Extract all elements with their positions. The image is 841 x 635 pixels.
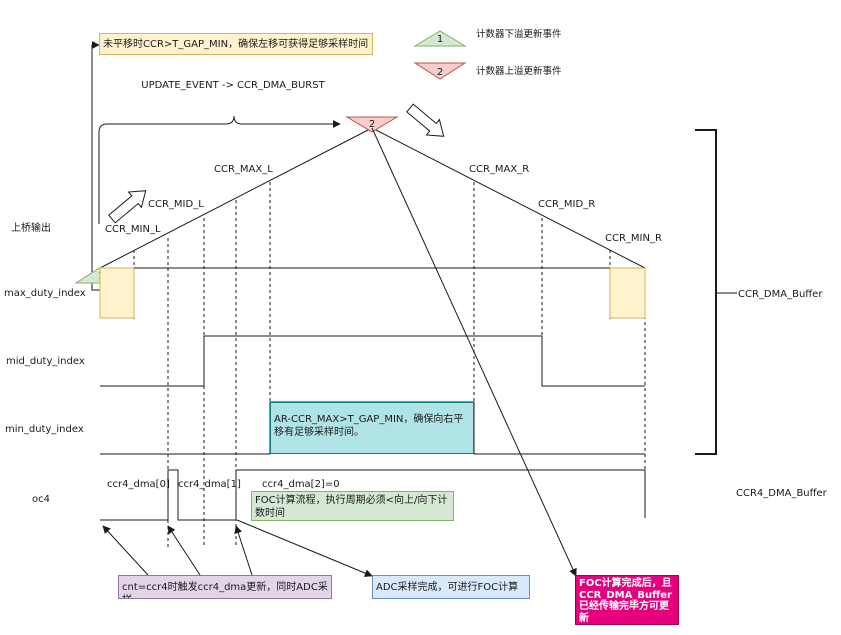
ccr-mid-r-label: CCR_MID_R bbox=[538, 199, 595, 210]
foc-done-note: FOC计算完成后，且CCR_DMA_Buffer已经传输完毕方可更新CCR_DM… bbox=[575, 575, 679, 625]
ccr-max-l-label: CCR_MAX_L bbox=[214, 164, 273, 175]
ccr4-dma2-label: ccr4_dma[2]=0 bbox=[262, 479, 340, 490]
update-event-brace: UPDATE_EVENT -> CCR_DMA_BURST bbox=[98, 80, 341, 224]
ccr-labels: CCR_MIN_L CCR_MID_L CCR_MAX_L CCR_MAX_R … bbox=[105, 164, 662, 244]
oc4-waveform bbox=[100, 469, 646, 521]
oc4-label: oc4 bbox=[32, 494, 50, 505]
ar-ccr-max-note: AR-CCR_MAX>T_GAP_MIN，确保向右平移有足够采样时间。 bbox=[270, 402, 474, 454]
annotation-arrows bbox=[102, 127, 577, 577]
underflow-marker-icon: 1 bbox=[413, 30, 467, 47]
overflow-marker-icon: 2 bbox=[413, 62, 467, 80]
ccr-mid-l-label: CCR_MID_L bbox=[148, 199, 204, 210]
hollow-arrow-up-right-icon bbox=[108, 190, 147, 224]
ccr4-dma0-label: ccr4_dma[0] bbox=[107, 479, 170, 490]
legend: 1 计数器下溢更新事件 2 计数器上溢更新事件 bbox=[413, 28, 562, 80]
ccr-min-r-label: CCR_MIN_R bbox=[605, 233, 662, 244]
update-event-label: UPDATE_EVENT -> CCR_DMA_BURST bbox=[141, 80, 325, 91]
overflow-event-marker: 2 bbox=[345, 116, 399, 133]
max-duty-index-label: max_duty_index bbox=[4, 288, 86, 299]
max-duty-waveform bbox=[99, 267, 646, 319]
ccr-min-l-label: CCR_MIN_L bbox=[105, 224, 161, 235]
overflow-event-number: 2 bbox=[369, 119, 375, 130]
overflow-marker-number: 2 bbox=[437, 67, 443, 78]
left-timeline-arrow bbox=[91, 41, 101, 291]
ccr4-dma1-label: ccr4_dma[1] bbox=[178, 479, 241, 490]
adc-done-note: ADC采样完成，可进行FOC计算 bbox=[372, 575, 530, 599]
underflow-legend-label: 计数器下溢更新事件 bbox=[476, 28, 562, 40]
ccr-dma-buffer-label: CCR_DMA_Buffer bbox=[738, 289, 823, 300]
tgap-min-note: 未平移时CCR>T_GAP_MIN，确保左移可获得足够采样时间 bbox=[99, 33, 373, 55]
counter-triangle bbox=[99, 127, 646, 269]
upper-bridge-output-label: 上桥输出 bbox=[11, 221, 51, 234]
hollow-arrow-down-right-icon bbox=[406, 103, 445, 137]
min-duty-index-label: min_duty_index bbox=[5, 424, 84, 435]
mid-duty-waveform bbox=[100, 335, 645, 387]
overflow-legend-label: 计数器上溢更新事件 bbox=[476, 65, 562, 77]
ccr4-dma-buffer-label: CCR4_DMA_Buffer bbox=[736, 488, 828, 499]
cnt-ccr4-note: cnt=ccr4时触发ccr4_dma更新，同时ADC采样 bbox=[118, 575, 332, 599]
ccr-max-r-label: CCR_MAX_R bbox=[469, 164, 529, 175]
underflow-marker-number: 1 bbox=[437, 34, 443, 45]
mid-duty-index-label: mid_duty_index bbox=[6, 356, 85, 367]
foc-flow-note: FOC计算流程，执行周期必须<向上/向下计数时间 bbox=[251, 491, 454, 521]
ccr-dma-buffer-bracket: CCR_DMA_Buffer bbox=[695, 129, 823, 455]
